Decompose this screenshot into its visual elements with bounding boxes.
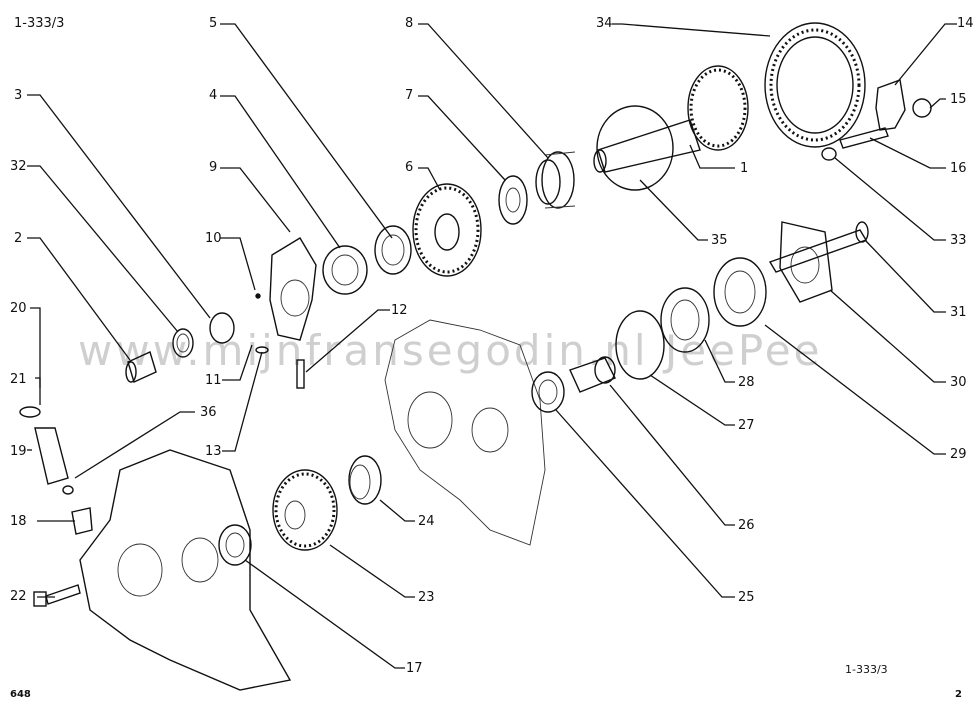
page-number-left: 648 [10,689,31,700]
front-housing [79,449,292,691]
circlip-35 [596,105,674,191]
pin-16 [839,127,889,149]
callout-5: 5 [209,16,218,31]
diagram-reference-top: 1-333/3 [14,16,65,31]
callout-24: 24 [418,514,435,529]
watermark: www.mijnfransegodin.nl JeePee [78,326,823,375]
callout-8: 8 [405,16,414,31]
diagram-reference-bottom: 1-333/3 [845,663,888,676]
callout-9: 9 [209,160,218,175]
callout-15: 15 [950,92,967,107]
callout-2: 2 [14,231,23,246]
callout-18: 18 [10,514,27,529]
o-ring-27 [615,310,665,380]
callout-19: 19 [10,444,27,459]
callout-34: 34 [596,16,613,31]
seal-assembly-19-21 [19,406,93,535]
callout-17: 17 [406,661,423,676]
callout-16: 16 [950,161,967,176]
callout-12: 12 [391,303,408,318]
ring-15 [912,98,932,118]
callout-29: 29 [950,447,967,462]
callout-20: 20 [10,301,27,316]
main-housing [384,319,546,546]
bush-2 [125,351,157,383]
output-shaft-gear-1 [593,65,749,173]
ball-10 [255,293,261,299]
bolt-22 [33,584,81,607]
needle-bearing-24 [348,455,382,505]
leader-lines [27,23,957,669]
gear-23 [272,469,338,551]
gasket-plate-30 [779,221,833,303]
gear-6 [412,183,482,277]
callout-31: 31 [950,305,967,320]
callout-28: 28 [738,375,755,390]
bearing-29 [713,257,767,327]
callout-21: 21 [10,372,27,387]
callout-13: 13 [205,444,222,459]
callout-4: 4 [209,88,218,103]
callout-33: 33 [950,233,967,248]
thrust-washer-7 [498,175,528,225]
callout-23: 23 [418,590,435,605]
seal-17 [218,524,252,566]
bolt-13 [296,359,305,389]
ring-3 [209,312,235,344]
pinion-shaft-31 [768,221,869,273]
callout-11: 11 [205,373,222,388]
callout-1: 1 [740,161,749,176]
washer-33 [821,147,837,161]
callout-6: 6 [405,160,414,175]
callout-10: 10 [205,231,222,246]
callout-14: 14 [957,16,974,31]
needle-bearing-8 [535,151,576,209]
callout-7: 7 [405,88,414,103]
ring-32 [172,328,194,358]
ring-gear-34 [764,22,866,148]
callout-36: 36 [200,405,217,420]
callout-3: 3 [14,88,23,103]
page-number-right: 2 [955,689,962,700]
callout-32: 32 [10,159,27,174]
callout-27: 27 [738,418,755,433]
callout-26: 26 [738,518,755,533]
nut-26 [569,356,616,393]
callout-30: 30 [950,375,967,390]
oil-seal-25 [531,371,565,413]
washer-5 [374,225,412,275]
callout-35: 35 [711,233,728,248]
bearing-28 [660,287,710,353]
callout-22: 22 [10,589,27,604]
bearing-4 [322,245,368,295]
selector-fork-9 [269,237,317,341]
callout-25: 25 [738,590,755,605]
lever-14 [875,79,906,131]
